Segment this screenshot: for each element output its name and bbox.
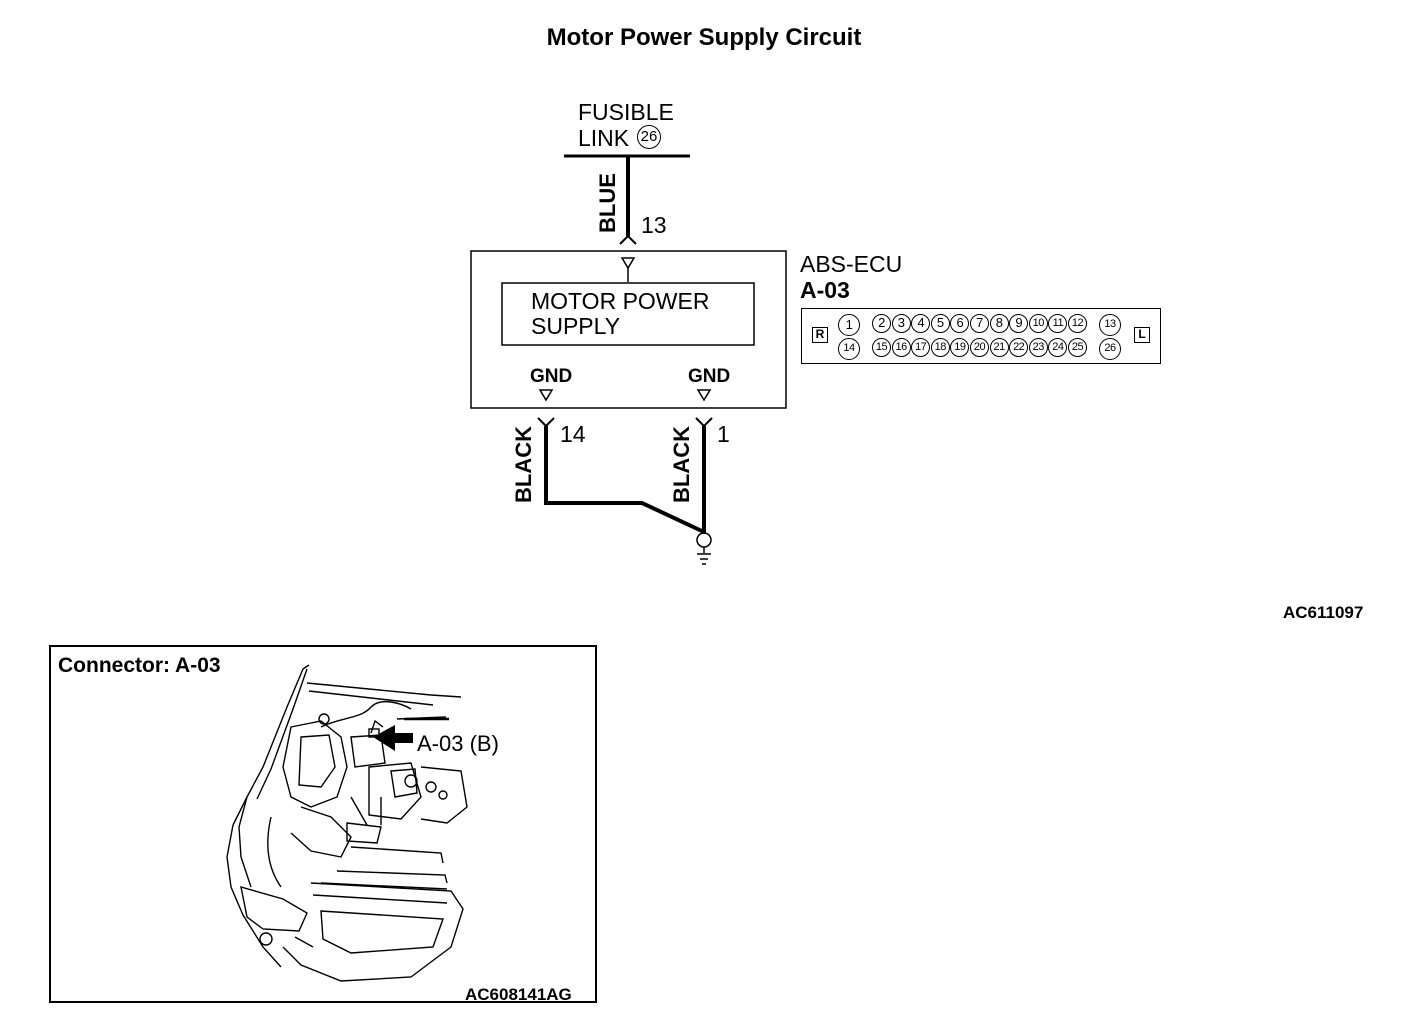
connector-pin: 14 — [838, 338, 860, 360]
gnd-right-label: GND — [688, 366, 731, 387]
connector-pin: 24 — [1048, 338, 1068, 357]
connector-pin: 17 — [911, 338, 931, 357]
connector-callout-arrow — [373, 725, 413, 751]
gnd-left-triangle — [538, 389, 554, 402]
connector-pin: 20 — [970, 338, 989, 357]
connector-pin: 9 — [1009, 314, 1029, 333]
ground-wire-left — [544, 426, 705, 534]
fusible-link-label-1: FUSIBLE — [578, 99, 674, 125]
ecu-name: ABS-ECU — [800, 251, 903, 277]
connector-pin: 25 — [1068, 338, 1087, 357]
wire-color-black-right: BLACK — [669, 426, 694, 503]
pin-14-label: 14 — [560, 421, 586, 447]
inset-callout-label: A-03 (B) — [417, 731, 499, 756]
fusible-link-number-text: 26 — [640, 128, 658, 145]
connector-pin: 5 — [930, 314, 950, 333]
pin-1-label: 1 — [717, 421, 730, 447]
diagram-title: Motor Power Supply Circuit — [546, 24, 862, 51]
inset-reference: AC608141AG — [465, 985, 572, 1003]
ecu-connector-code: A-03 — [800, 277, 850, 303]
pin-1-mark — [695, 417, 713, 428]
connector-location-inset: Connector: A-03 — [49, 645, 597, 1003]
connector-pin: 16 — [891, 338, 911, 357]
pin-14-mark — [537, 417, 555, 428]
connector-pin: 12 — [1068, 314, 1087, 333]
connector-pin: 1 — [838, 314, 860, 336]
connector-pin: 6 — [950, 314, 970, 333]
connector-pin: 23 — [1028, 338, 1048, 357]
connector-pin: 2 — [872, 314, 891, 333]
connector-pin: 15 — [872, 338, 891, 357]
motor-power-supply-block — [501, 282, 755, 346]
connector-pin: 19 — [950, 338, 970, 357]
fusible-link-number: 26 — [637, 125, 661, 149]
connector-pin: 22 — [1009, 338, 1029, 357]
gnd-right-triangle — [696, 389, 712, 402]
wire-color-blue: BLUE — [595, 173, 620, 233]
motor-power-supply-line2: SUPPLY — [531, 313, 621, 339]
inset-title: Connector: A-03 — [58, 654, 221, 677]
connector-pin: 18 — [930, 338, 950, 357]
connector-pin: 26 — [1099, 338, 1121, 360]
diagram-reference: AC611097 — [1283, 603, 1364, 622]
ecu-box — [470, 250, 787, 409]
fusible-link-label-2: LINK — [578, 125, 630, 151]
gnd-left-label: GND — [530, 366, 573, 387]
wire-color-black-left: BLACK — [511, 426, 536, 503]
pin-13-mark — [619, 234, 637, 245]
connector-pin: 3 — [891, 314, 911, 333]
ground-symbol — [696, 532, 712, 548]
motor-power-supply-line1: MOTOR POWER — [531, 288, 710, 314]
connector-pin: 8 — [989, 314, 1009, 333]
connector-pin: 10 — [1028, 314, 1048, 333]
connector-pin: 11 — [1048, 314, 1068, 333]
connector-left-tag: R — [812, 327, 828, 343]
connector-right-tag: L — [1134, 327, 1150, 343]
connector-pin: 13 — [1099, 314, 1121, 336]
input-terminal-triangle — [620, 257, 636, 270]
connector-pin: 7 — [970, 314, 989, 333]
vehicle-engine-bay-illustration — [226, 664, 468, 982]
pin-13-label: 13 — [641, 212, 667, 238]
connector-pin: 21 — [989, 338, 1009, 357]
connector-pin: 4 — [911, 314, 931, 333]
